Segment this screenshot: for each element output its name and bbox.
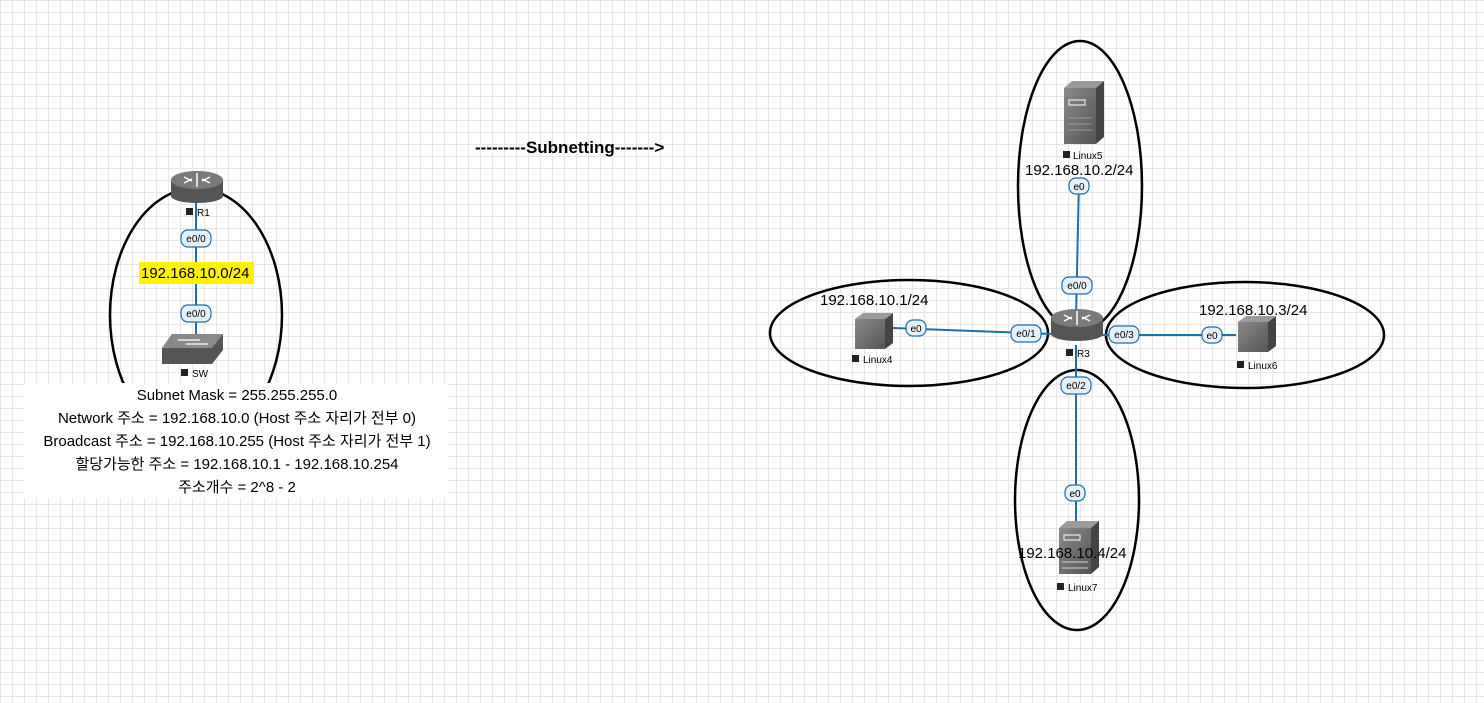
linux4-status-square (852, 355, 859, 362)
info-line-5: 주소개수 = 2^8 - 2 (178, 479, 296, 496)
linux6-status-square (1237, 361, 1244, 368)
linux7-status-square (1057, 583, 1064, 590)
sw-label: SW (192, 369, 209, 380)
linux7-port-label: e0 (1069, 489, 1081, 500)
router-r3-icon[interactable] (1051, 309, 1103, 341)
linux6-ip: 192.168.10.3/24 (1199, 302, 1307, 319)
r3-linux5-link (1075, 177, 1080, 319)
r3-port-e0-0-badge[interactable] (1061, 276, 1093, 295)
network-highlight (139, 262, 254, 284)
sw-port-badge[interactable] (180, 304, 212, 323)
r3-label: R3 (1077, 349, 1090, 360)
linux4-host-icon[interactable] (855, 313, 893, 349)
linux6-port-label: e0 (1206, 331, 1218, 342)
info-line-2: Network 주소 = 192.168.10.0 (Host 주소 자리가 전… (58, 410, 416, 427)
r1-label: R1 (197, 208, 210, 219)
linux4-label: Linux4 (863, 355, 893, 366)
r3-port-e0-1-badge[interactable] (1010, 324, 1042, 343)
r3-port-e0-1-label: e0/1 (1016, 329, 1036, 340)
linux6-host-icon[interactable] (1238, 316, 1276, 352)
linux5-server-icon[interactable] (1064, 81, 1104, 144)
r1-port-label: e0/0 (186, 234, 206, 245)
linux5-port-badge[interactable] (1068, 177, 1090, 195)
linux6-port-badge[interactable] (1201, 326, 1223, 344)
linux5-port-label: e0 (1073, 182, 1085, 193)
subnetting-arrow-text: ---------Subnetting-------> (475, 138, 664, 157)
linux5-ip: 192.168.10.2/24 (1025, 162, 1133, 179)
r3-port-e0-2-label: e0/2 (1066, 381, 1086, 392)
r1-port-badge[interactable] (180, 229, 212, 248)
sw-status-square (181, 369, 188, 376)
linux6-label: Linux6 (1248, 361, 1278, 372)
r3-status-square (1066, 349, 1073, 356)
info-line-4: 할당가능한 주소 = 192.168.10.1 - 192.168.10.254 (75, 456, 398, 473)
linux5-status-square (1063, 151, 1070, 158)
left-network-label: 192.168.10.0/24 (141, 265, 249, 282)
r3-port-e0-3-badge[interactable] (1108, 325, 1140, 344)
linux5-label: Linux5 (1073, 151, 1103, 162)
subnet-info-box (24, 383, 448, 498)
linux4-port-badge[interactable] (905, 319, 927, 337)
router-r1-icon[interactable] (171, 171, 223, 203)
info-line-3: Broadcast 주소 = 192.168.10.255 (Host 주소 자… (43, 433, 430, 450)
linux4-ip: 192.168.10.1/24 (820, 292, 928, 309)
linux7-port-badge[interactable] (1064, 484, 1086, 502)
sw-port-label: e0/0 (186, 309, 206, 320)
info-line-1: Subnet Mask = 255.255.255.0 (137, 387, 338, 404)
r3-port-e0-3-label: e0/3 (1114, 330, 1134, 341)
r3-port-e0-0-label: e0/0 (1067, 281, 1087, 292)
linux7-label: Linux7 (1068, 583, 1098, 594)
linux7-server-icon[interactable] (1059, 521, 1099, 574)
switch-sw-icon[interactable] (162, 334, 223, 364)
r1-status-square (186, 208, 193, 215)
linux4-port-label: e0 (910, 324, 922, 335)
linux7-ip: 192.168.10.4/24 (1018, 545, 1126, 562)
r3-port-e0-2-badge[interactable] (1060, 376, 1092, 395)
